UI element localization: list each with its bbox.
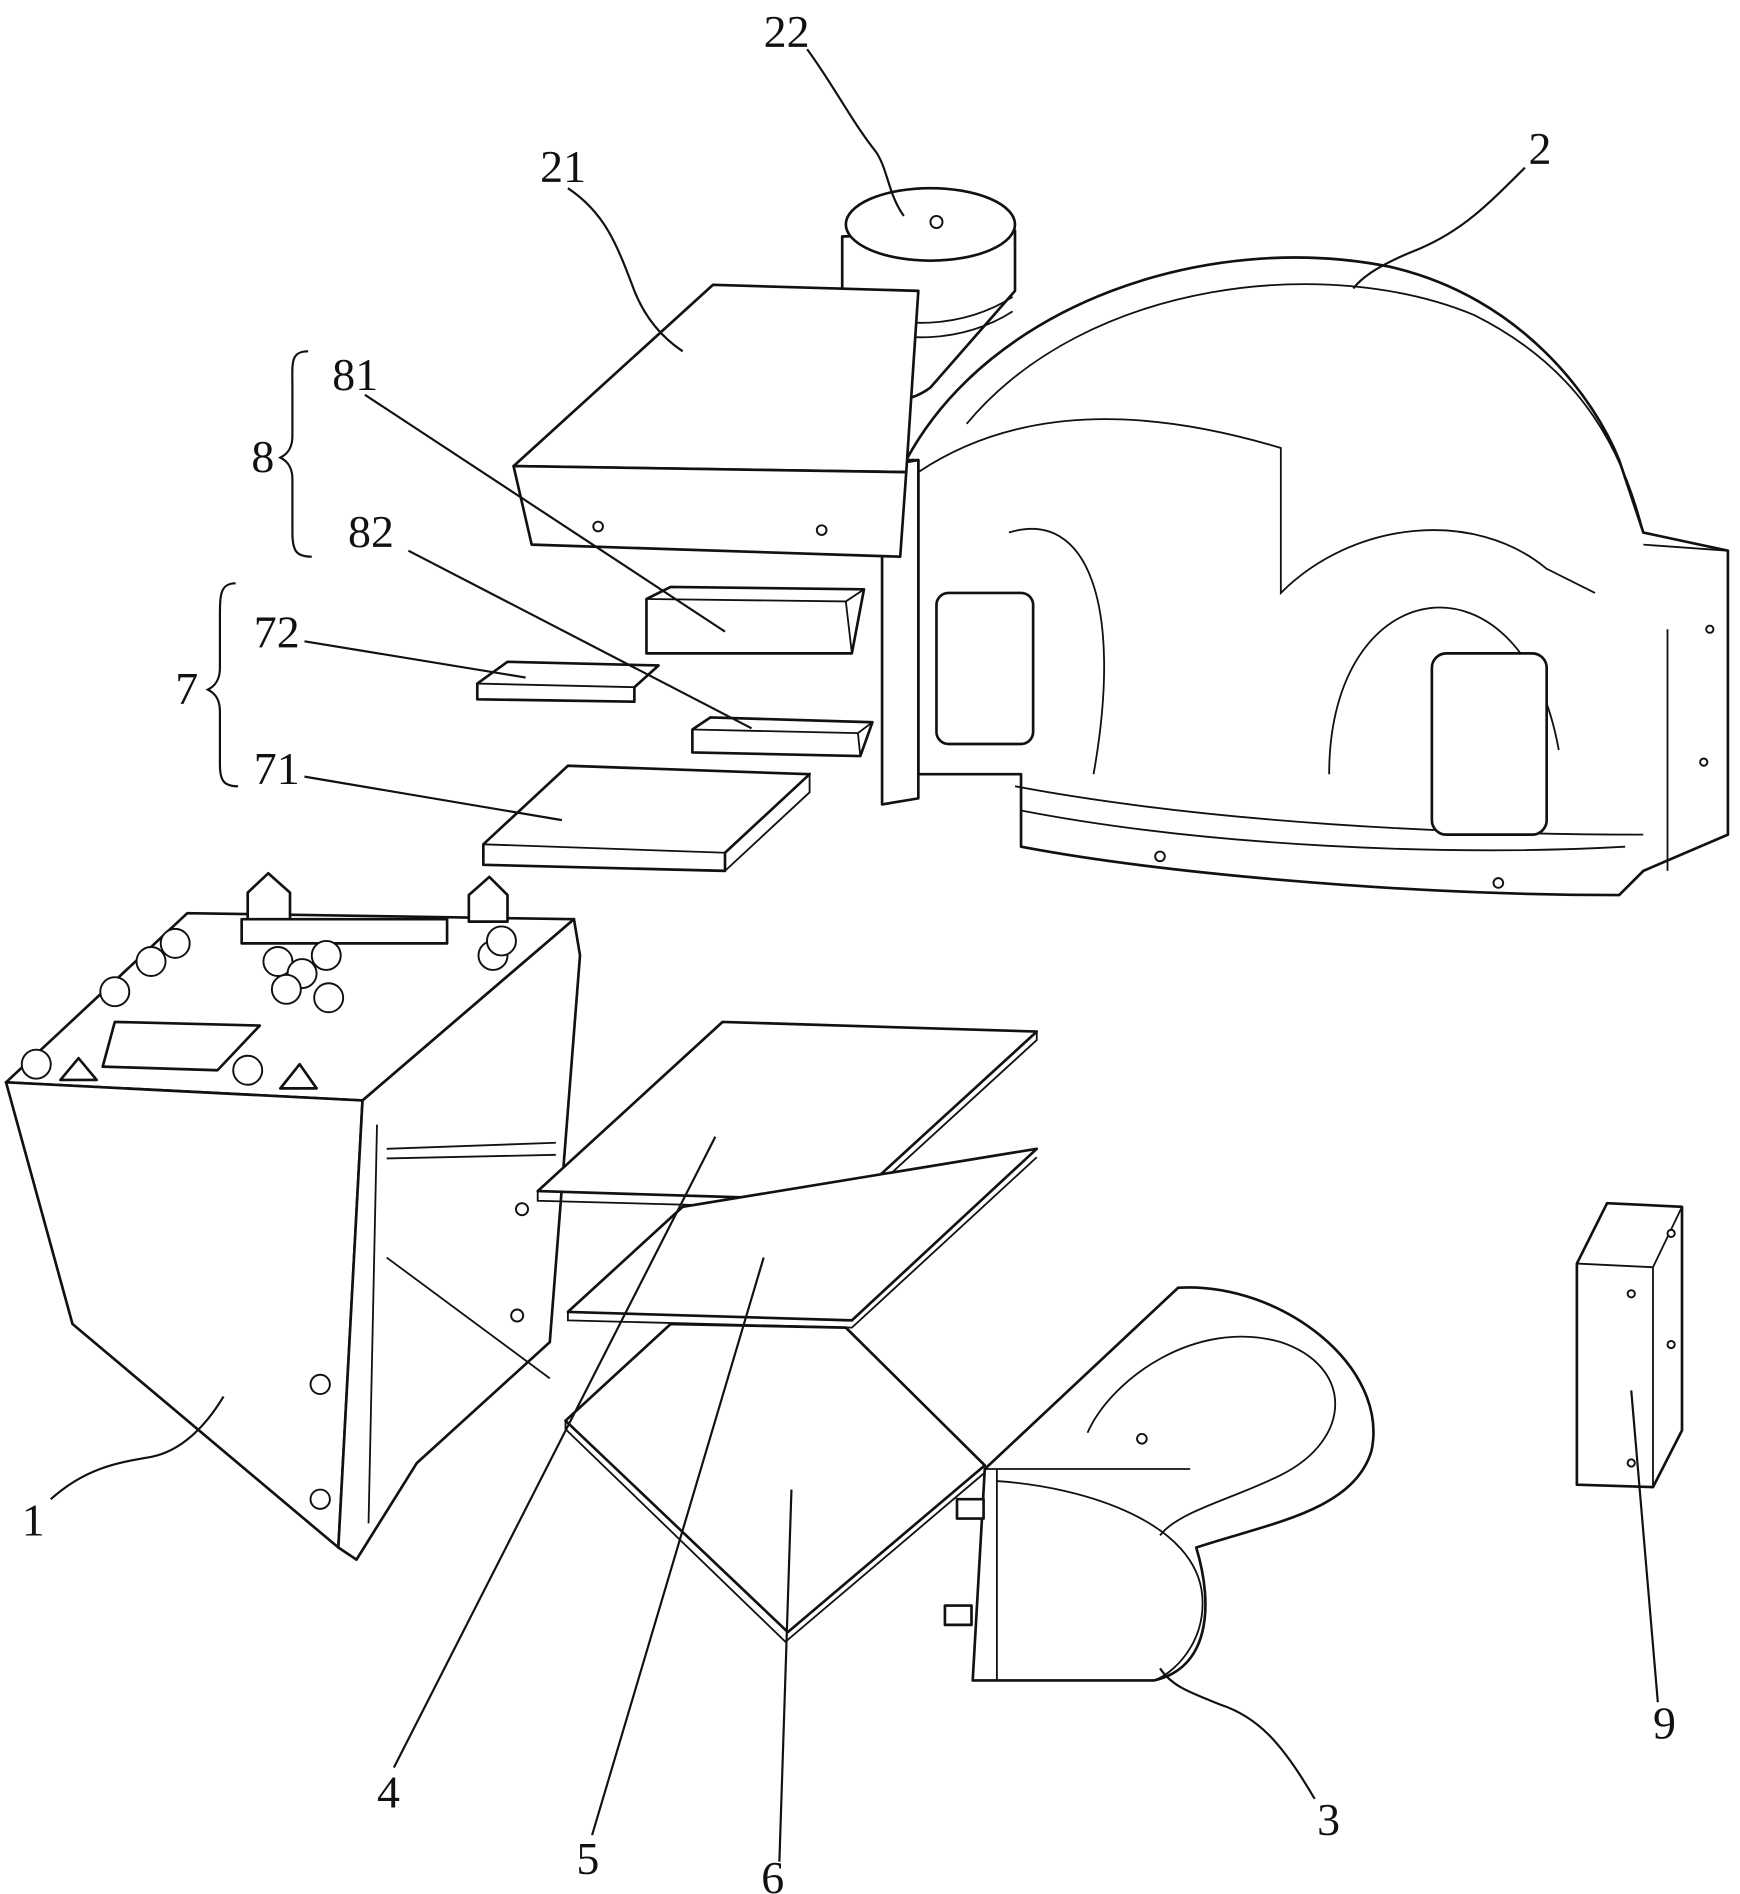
label-82: 82 <box>348 506 394 557</box>
leader-82 <box>407 549 753 730</box>
part-72-plate <box>475 660 660 704</box>
label-81: 81 <box>332 349 378 400</box>
bracket-7 <box>205 582 239 788</box>
leader-22 <box>806 48 905 217</box>
label-1: 1 <box>22 1494 45 1545</box>
label-22: 22 <box>764 6 810 57</box>
leader-21 <box>567 187 684 353</box>
leader-lines <box>50 48 1659 1862</box>
part-6-plate <box>564 1322 987 1644</box>
part-71-plate <box>482 764 811 873</box>
label-8: 8 <box>251 431 274 482</box>
leader-2 <box>1352 166 1526 290</box>
leader-4 <box>392 1136 717 1768</box>
leader-9 <box>1630 1390 1659 1703</box>
part-1-frame <box>4 871 582 1561</box>
leader-81 <box>364 393 726 633</box>
reference-numerals: 22 21 2 81 8 82 72 7 71 1 4 5 6 3 9 <box>22 6 1676 1894</box>
leader-5 <box>591 1257 765 1836</box>
part-82-block <box>691 716 874 758</box>
standoffs <box>20 925 517 1086</box>
part-3-cover <box>943 1286 1375 1682</box>
label-2: 2 <box>1529 123 1552 174</box>
leader-6 <box>778 1489 793 1862</box>
label-4: 4 <box>377 1766 400 1817</box>
leader-1 <box>50 1395 225 1501</box>
part-9-block <box>1575 1201 1684 1489</box>
leader-72 <box>304 640 526 679</box>
label-21: 21 <box>540 141 586 192</box>
bracket-8 <box>277 350 312 558</box>
part-81-block <box>645 585 866 655</box>
label-7: 7 <box>175 663 198 714</box>
label-5: 5 <box>576 1833 599 1884</box>
leader-3 <box>1159 1667 1316 1800</box>
leader-71 <box>304 775 563 822</box>
label-3: 3 <box>1317 1794 1340 1845</box>
label-9: 9 <box>1653 1697 1676 1748</box>
part-2-housing <box>880 256 1730 897</box>
part-21-plate <box>512 283 920 559</box>
label-6: 6 <box>761 1852 784 1894</box>
label-72: 72 <box>254 606 300 657</box>
label-71: 71 <box>254 743 300 794</box>
